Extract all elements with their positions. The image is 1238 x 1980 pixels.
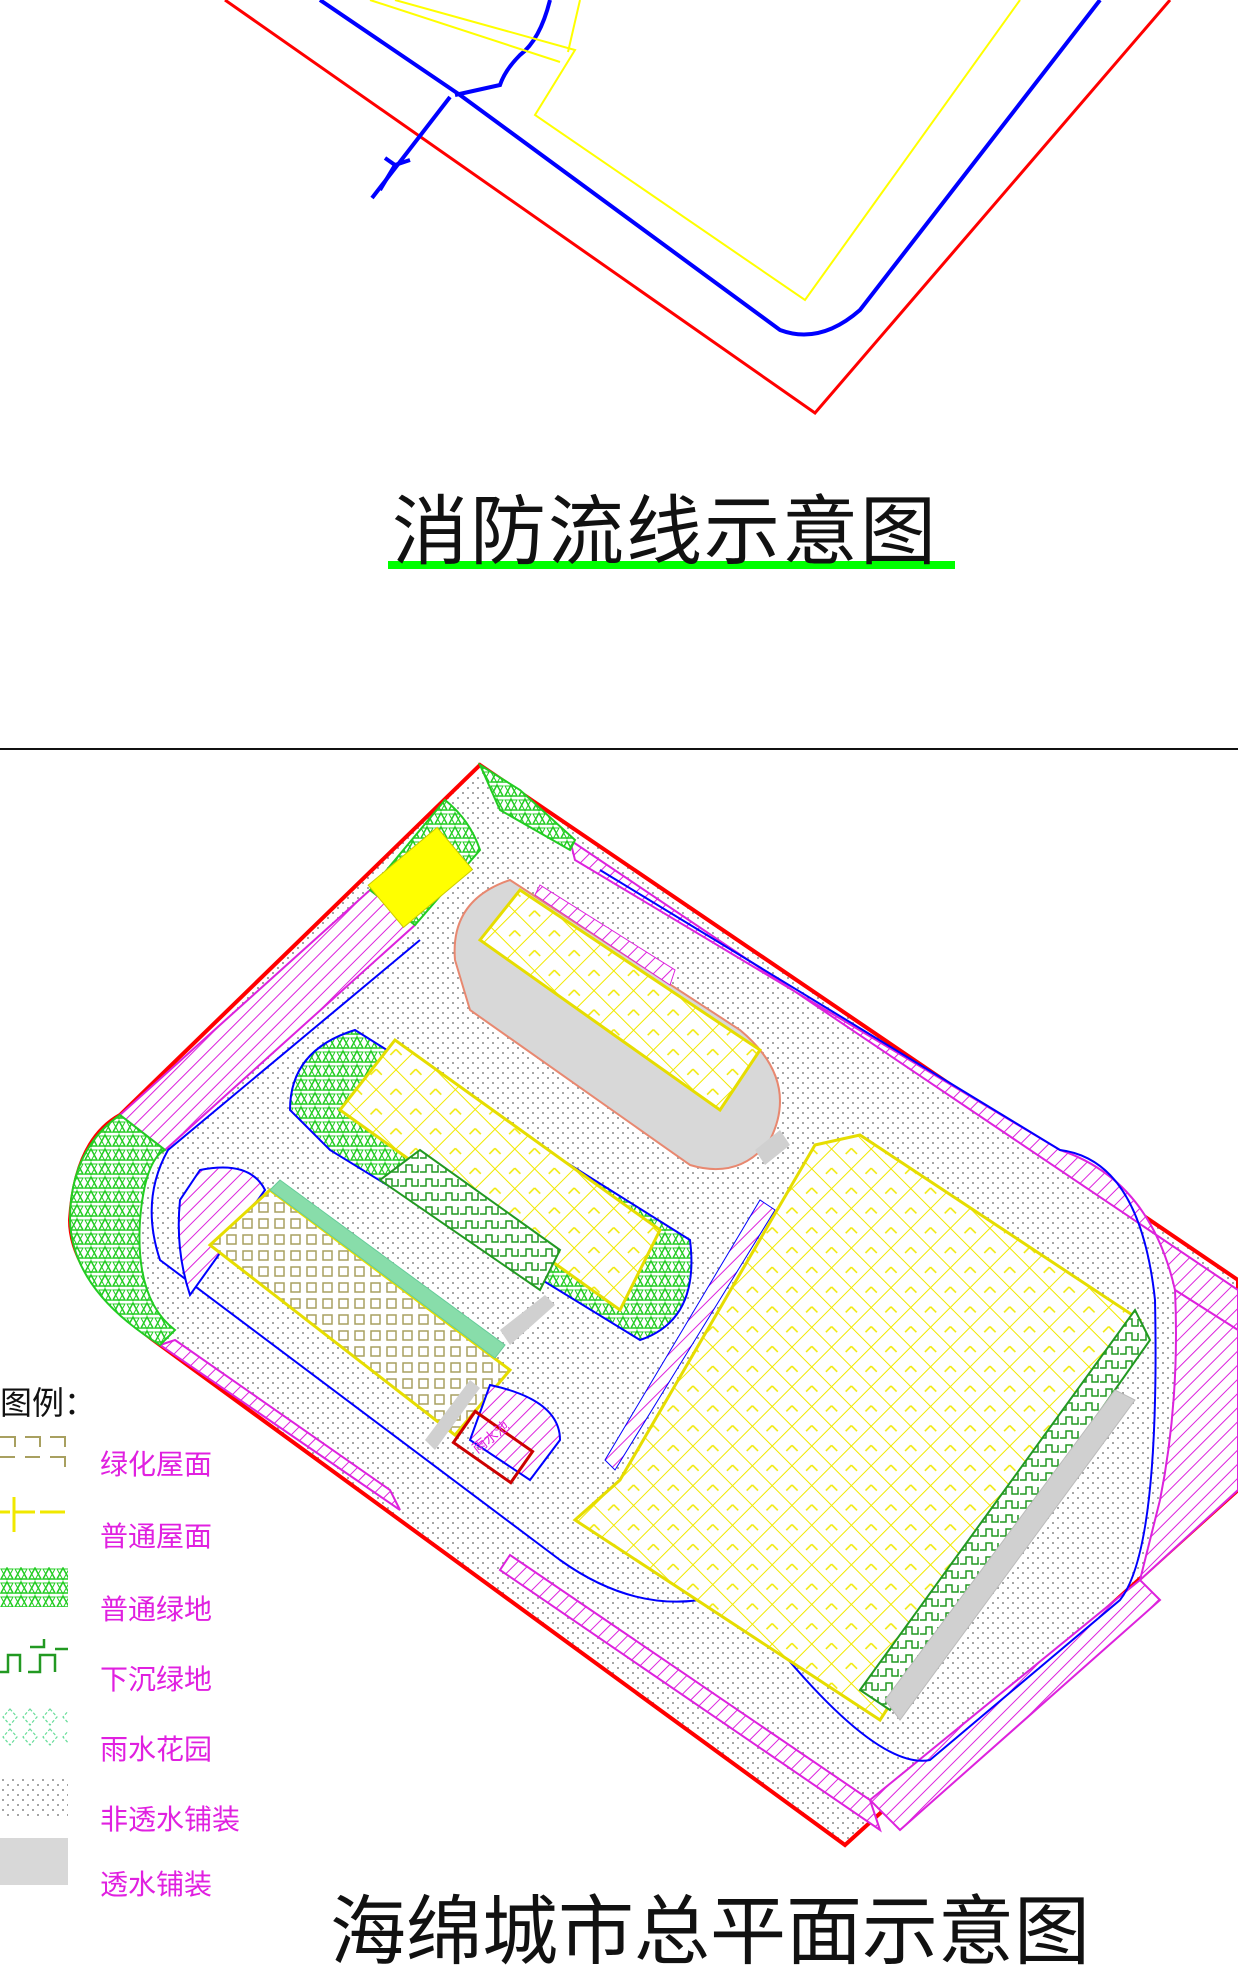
impervious-paving-swatch (0, 1777, 68, 1817)
hatch-pad-3b (468, 1383, 562, 1482)
building-inner-top (369, 0, 581, 63)
legend-swatches (0, 1430, 68, 1885)
fire-lane (318, 0, 1102, 337)
hatch-strip-s (498, 1553, 882, 1833)
fire-access-curve (454, 0, 552, 97)
normal-roof-swatch (0, 1497, 65, 1532)
normal-green-swatch (0, 1567, 68, 1607)
fire-entry-arrow (378, 156, 411, 192)
building-outline-top (394, 0, 1021, 302)
hatch-pad-3 (177, 1166, 267, 1298)
sponge-city-plan (67, 762, 1238, 1848)
permeable-bar-2 (425, 1380, 480, 1450)
site-plan-drawing (0, 0, 1238, 1848)
hatch-strip-se (868, 1578, 1162, 1832)
green-corner-west (68, 1113, 177, 1347)
legend-label-normal-roof: 普通屋面 (100, 1520, 213, 1553)
permeable-bar-1 (500, 1295, 555, 1345)
hatch-strip-e (1138, 1288, 1238, 1583)
inner-fire-lane (150, 869, 1157, 1762)
permeable-strip-4 (884, 1389, 1136, 1721)
sunken-green-2 (378, 1148, 562, 1292)
permeable-bar-3 (755, 1130, 790, 1165)
hatch-wedge-4 (604, 1199, 776, 1471)
legend-label-green-roof: 绿化屋面 (100, 1448, 213, 1481)
site-boundary-top (224, 0, 1172, 416)
diagram-title-fire-route: 消防流线示意图 (392, 487, 938, 576)
sunken-green-swatch (0, 1639, 68, 1674)
green-roof-swatch (0, 1430, 68, 1470)
legend-label-sunken-green: 下沉绿地 (100, 1663, 213, 1696)
legend-label-permeable-paving: 透水铺装 (100, 1868, 213, 1901)
legend-label-normal-green: 普通绿地 (100, 1593, 213, 1626)
diagram-title-sponge-city: 海绵城市总平面示意图 (330, 1887, 1090, 1976)
sunken-green-4 (858, 1308, 1152, 1712)
legend-title: 图例： (0, 1384, 97, 1422)
roof-building-1 (477, 887, 763, 1113)
rain-garden-strip (269, 1179, 506, 1359)
hatch-building-1 (534, 884, 676, 986)
green-corner-n2 (477, 762, 577, 852)
permeable-paving-swatch (0, 1838, 68, 1885)
legend-label-impervious-paving: 非透水铺装 (100, 1803, 241, 1836)
yellow-pad (367, 826, 474, 929)
legend-label-rain-garden: 雨水花园 (100, 1733, 213, 1766)
rain-tank (451, 1409, 535, 1485)
rain-garden-swatch (0, 1707, 68, 1747)
hatch-strip-sw (157, 1338, 401, 1511)
roof-building-3 (207, 1188, 513, 1438)
fire-route-diagram (224, 0, 1172, 416)
